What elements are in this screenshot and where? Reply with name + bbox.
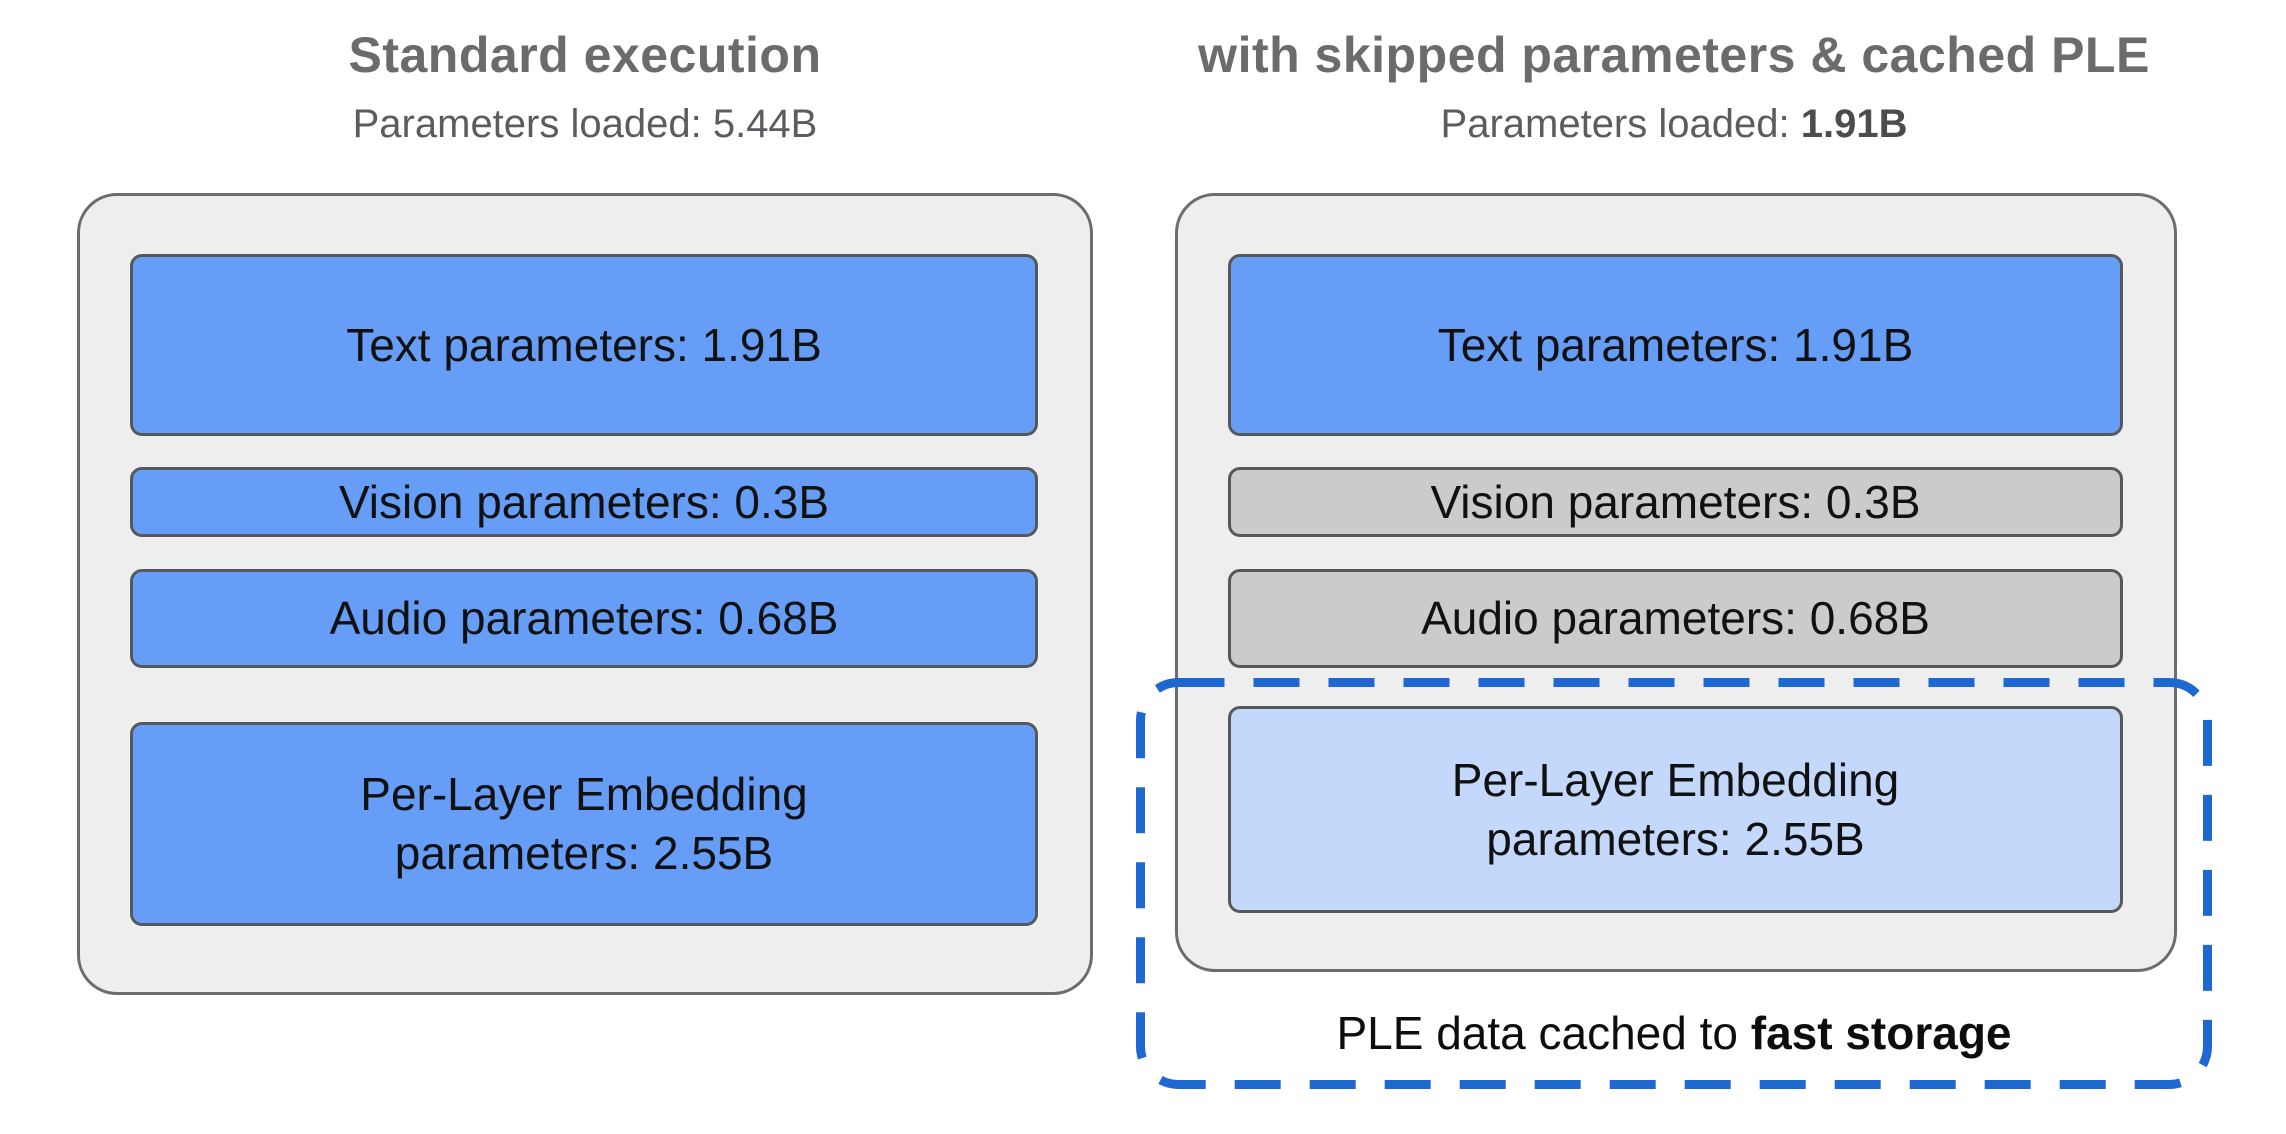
left-audio-parameters-box: Audio parameters: 0.68B [130, 569, 1038, 668]
left-params-loaded-label: Parameters loaded: [352, 102, 713, 146]
right-model-container: Text parameters: 1.91B Vision parameters… [1175, 193, 2177, 972]
left-ple-parameters-line2: parameters: 2.55B [394, 827, 774, 879]
left-ple-parameters-line1: Per-Layer Embedding [360, 768, 808, 821]
ple-cache-note: PLE data cached to fast storage [1135, 985, 2213, 1080]
left-panel-title: Standard execution [348, 27, 822, 83]
right-ple-parameters-box-cached: Per-Layer Embedding parameters: 2.55B [1228, 706, 2123, 913]
right-vision-parameters-label: Vision parameters: 0.3B [1430, 475, 1921, 528]
left-model-container: Text parameters: 1.91B Vision parameters… [77, 193, 1093, 995]
left-text-parameters-label: Text parameters: 1.91B [346, 318, 822, 371]
right-vision-parameters-box-skipped: Vision parameters: 0.3B [1228, 467, 2123, 537]
ple-cache-note-prefix: PLE data cached to [1336, 1006, 1738, 1059]
right-params-loaded-label: Parameters loaded: [1440, 102, 1801, 146]
left-params-loaded-value: 5.44B [712, 102, 818, 146]
left-params-loaded: Parameters loaded: 5.44B [77, 102, 1093, 147]
left-ple-parameters-box: Per-Layer Embedding parameters: 2.55B [130, 722, 1038, 926]
ple-cache-dashed-outline [1136, 678, 2212, 1089]
left-audio-parameters-label: Audio parameters: 0.68B [329, 592, 839, 645]
right-audio-parameters-label: Audio parameters: 0.68B [1421, 592, 1930, 645]
right-panel-title: with skipped parameters & cached PLE [1198, 27, 2150, 83]
right-text-parameters-box: Text parameters: 1.91B [1228, 254, 2123, 436]
right-ple-parameters-line1: Per-Layer Embedding [1451, 753, 1900, 806]
right-audio-parameters-box-skipped: Audio parameters: 0.68B [1228, 569, 2123, 668]
right-params-loaded-value: 1.91B [1800, 102, 1908, 146]
right-params-loaded: Parameters loaded: 1.91B [1135, 102, 2213, 147]
left-vision-parameters-box: Vision parameters: 0.3B [130, 467, 1038, 537]
right-ple-parameters-line2: parameters: 2.55B [1486, 812, 1865, 865]
right-text-parameters-label: Text parameters: 1.91B [1437, 318, 1914, 371]
left-vision-parameters-label: Vision parameters: 0.3B [338, 475, 830, 528]
ple-cache-note-bold: fast storage [1750, 1006, 2012, 1059]
left-text-parameters-box: Text parameters: 1.91B [130, 254, 1038, 436]
